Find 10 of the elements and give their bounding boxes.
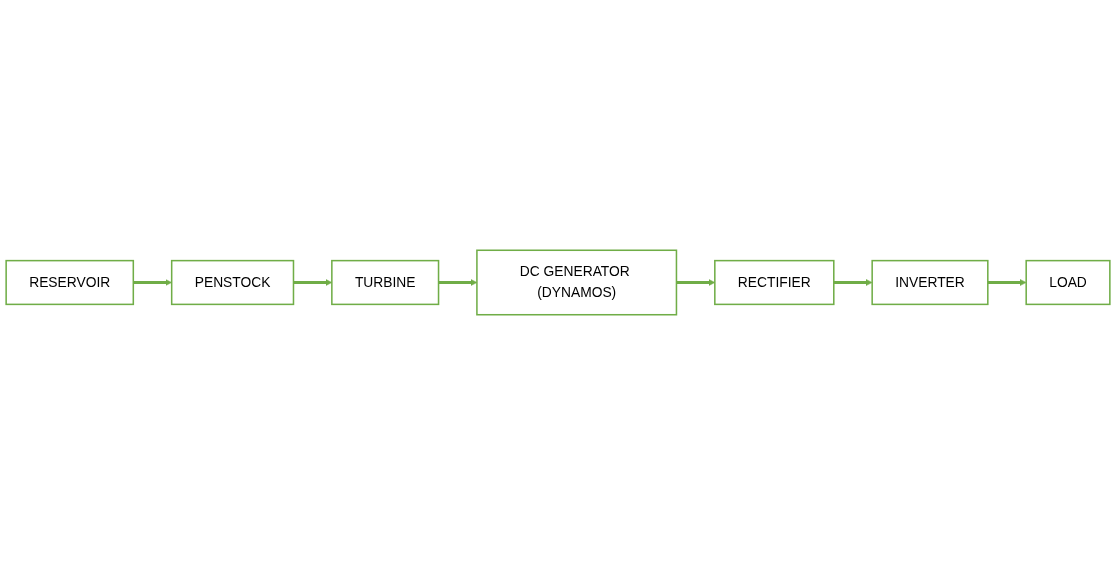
arrow xyxy=(987,279,1027,286)
arrow xyxy=(833,279,873,286)
node-box: PENSTOCK xyxy=(170,259,295,306)
node-box: TURBINE xyxy=(331,259,440,306)
node-box: RECTIFIER xyxy=(714,259,835,306)
arrow xyxy=(133,279,172,286)
node-box: RESERVOIR xyxy=(5,259,135,306)
node-box: LOAD xyxy=(1025,259,1111,306)
node-box: INVERTER xyxy=(871,259,989,306)
node-box: DC GENERATOR (DYNAMOS) xyxy=(476,249,678,316)
